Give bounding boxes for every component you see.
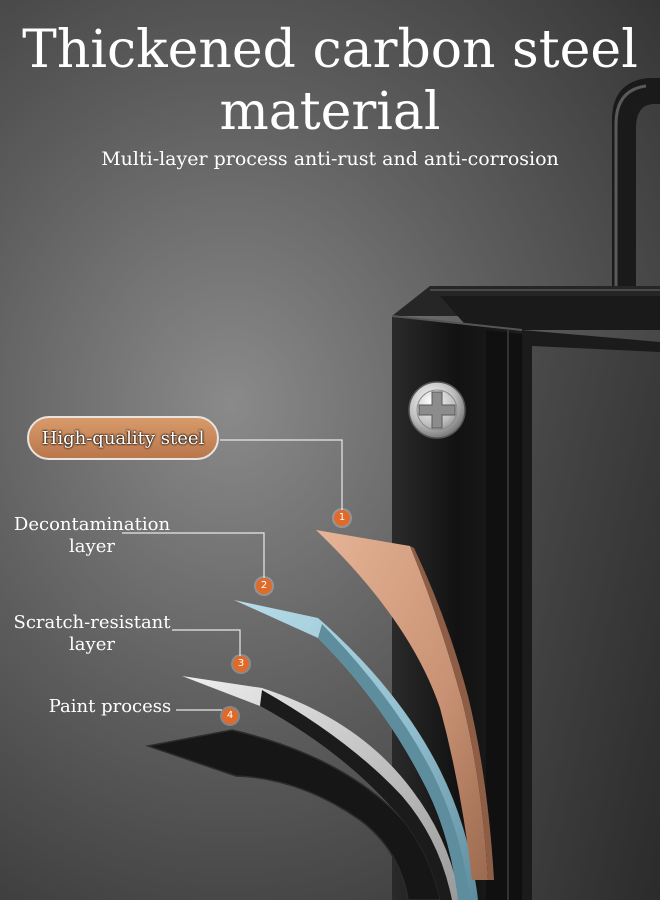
page-title-line-2: material bbox=[219, 82, 441, 142]
screw-icon bbox=[408, 381, 466, 439]
layer-label-scratch-resistant-line2: layer bbox=[69, 634, 115, 655]
layer-label-steel-text: High-quality steel bbox=[41, 427, 205, 449]
layer-label-decontamination: Decontamination layer bbox=[6, 514, 178, 558]
layer-badge-2: 2 bbox=[256, 578, 272, 594]
layer-badge-3: 3 bbox=[233, 656, 249, 672]
basket-handle bbox=[612, 78, 660, 330]
leader-lines bbox=[122, 439, 343, 711]
layer-badge-4: 4 bbox=[222, 708, 238, 724]
layer-label-scratch-resistant-line1: Scratch-resistant bbox=[13, 612, 171, 633]
layer-label-steel: High-quality steel bbox=[27, 416, 219, 460]
layer-steel bbox=[316, 530, 488, 880]
layer-scratch-resistant bbox=[182, 676, 460, 900]
layer-label-decontamination-line2: layer bbox=[69, 536, 115, 557]
page-subtitle: Multi-layer process anti-rust and anti-c… bbox=[101, 148, 559, 170]
page-title-line-1: Thickened carbon steel bbox=[22, 20, 638, 80]
layer-label-scratch-resistant: Scratch-resistant layer bbox=[6, 612, 178, 656]
layer-label-decontamination-line1: Decontamination bbox=[13, 514, 171, 535]
layer-badge-1: 1 bbox=[334, 510, 350, 526]
layer-label-paint: Paint process bbox=[48, 696, 172, 717]
